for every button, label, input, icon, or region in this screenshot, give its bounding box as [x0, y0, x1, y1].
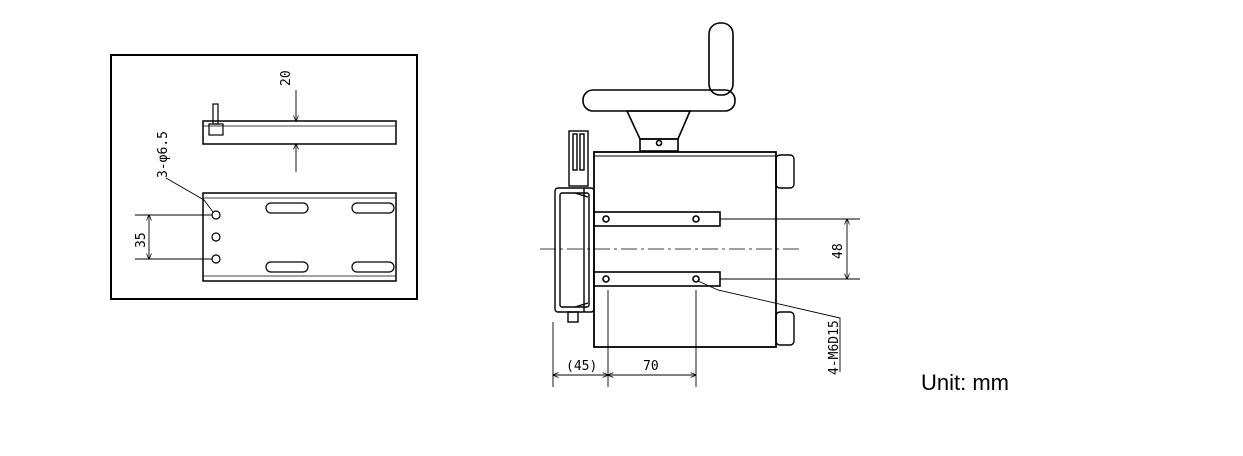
- mount-hole: [211, 210, 221, 220]
- dim-screws-label: 4-M6D15: [827, 320, 842, 375]
- dim-rail-length-label: 70: [643, 359, 659, 374]
- handle: [582, 22, 736, 152]
- dim-pitch-label: 35: [134, 232, 149, 248]
- rail-lower: [593, 271, 721, 287]
- mount-hole: [211, 254, 221, 264]
- mount-hole: [211, 232, 221, 242]
- right-view: 48 4-M6D15 (45) 70: [540, 22, 860, 387]
- dim-thickness-label: 20: [279, 70, 294, 86]
- slot: [351, 261, 395, 273]
- unit-label: Unit: mm: [921, 370, 1009, 395]
- slot: [265, 261, 309, 273]
- dim-rail-spacing: [720, 219, 860, 279]
- dim-holes-leader: [165, 177, 214, 213]
- slot: [265, 202, 309, 214]
- left-view: 20 3-φ6.5 35: [110, 54, 418, 300]
- left-view-frame: [110, 54, 418, 300]
- dim-holes-label: 3-φ6.5: [156, 131, 171, 178]
- plate-side-view: [202, 103, 397, 145]
- dim-bottom: [553, 290, 696, 387]
- dim-rail-spacing-label: 48: [831, 243, 846, 259]
- rail-upper: [593, 211, 721, 227]
- dim-offset-label: (45): [566, 359, 597, 374]
- slot: [351, 202, 395, 214]
- plate-front-view: [202, 192, 397, 282]
- main-body: [593, 151, 795, 348]
- dim-pitch: [135, 215, 212, 259]
- mount-bracket: [554, 130, 595, 323]
- dim-screws-leader: [697, 280, 841, 372]
